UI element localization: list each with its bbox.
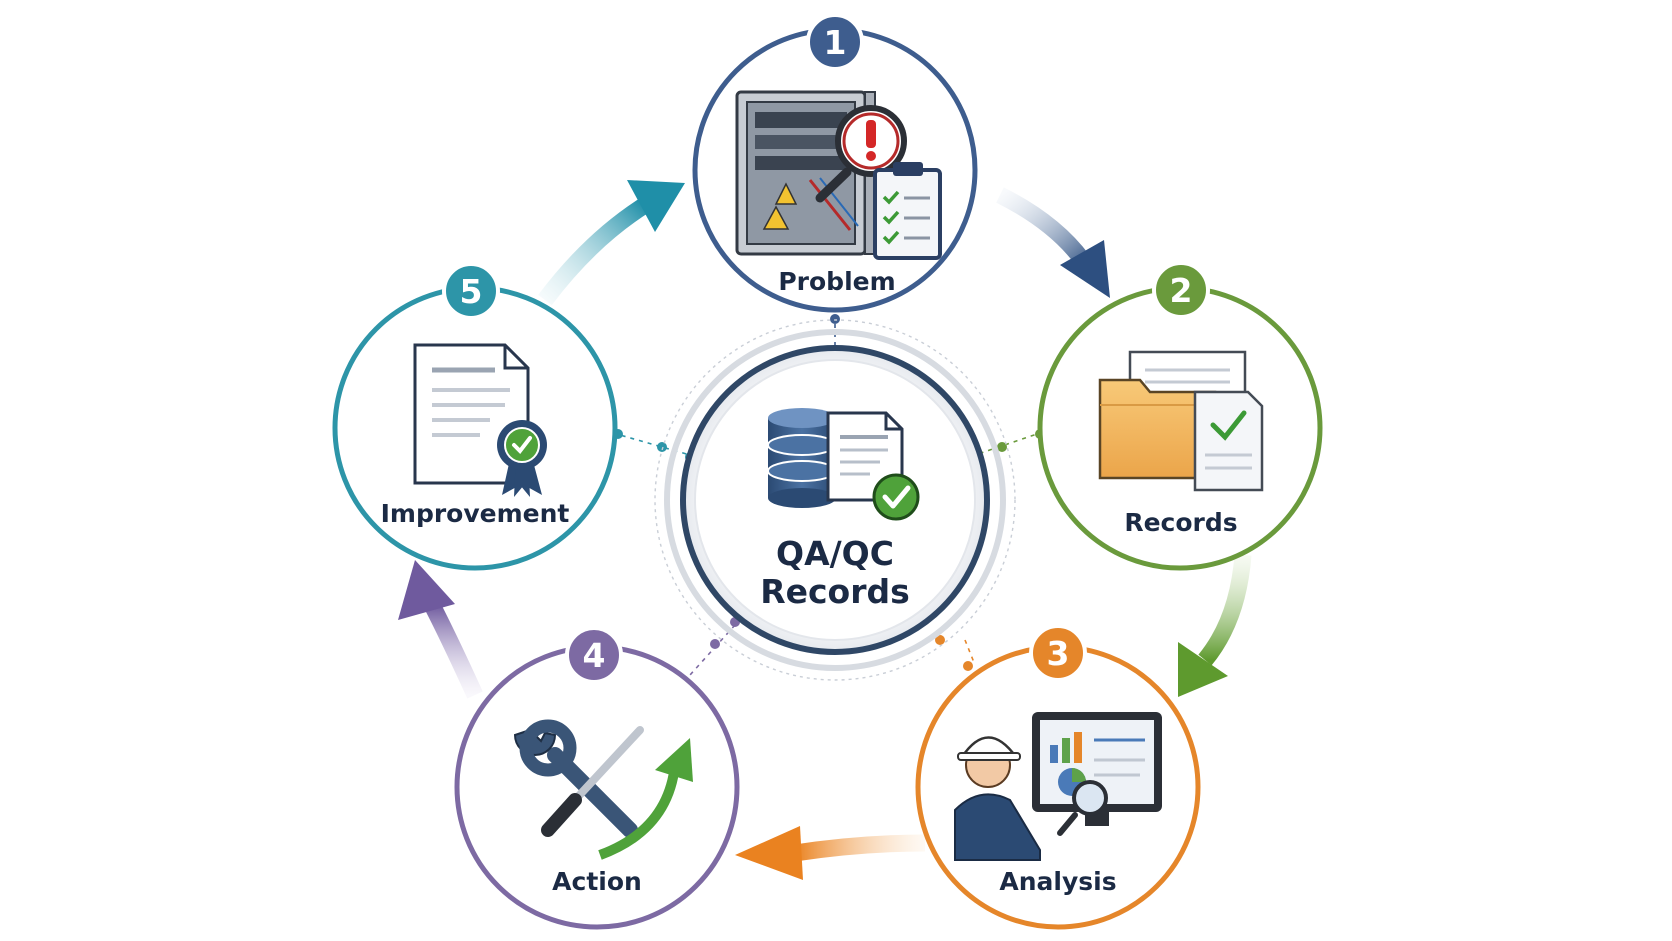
- step-5-label: Improvement: [381, 499, 570, 528]
- step-5-improvement: Improvement 5: [332, 262, 618, 571]
- step-1-problem: Problem 1: [692, 13, 978, 313]
- arrow-step2-to-step3: [1178, 554, 1252, 697]
- step-4-number: 4: [583, 636, 606, 675]
- database-icon: [767, 408, 837, 508]
- step-2-records: Records 2: [1037, 261, 1323, 571]
- step-5-badge: [442, 262, 500, 320]
- arrow-step4-to-step5: [398, 560, 483, 699]
- center-title-line1: QA/QC: [776, 534, 894, 573]
- cycle-arrows: [398, 180, 1252, 880]
- connector-step4: [689, 624, 736, 676]
- step-1-badge: [806, 13, 864, 71]
- step-4-action: Action 4: [454, 626, 740, 930]
- step-4-label: Action: [552, 867, 642, 896]
- check-badge-icon: [872, 473, 920, 521]
- arrow-step3-to-step4: [735, 826, 926, 880]
- step-3-label: Analysis: [999, 867, 1116, 896]
- step-2-badge: [1152, 261, 1210, 319]
- center-title-line2: Records: [760, 572, 910, 611]
- certified-document-icon: [413, 343, 547, 497]
- step-2-number: 2: [1170, 271, 1193, 310]
- arrow-step1-to-step2: [996, 187, 1110, 298]
- step-4-badge: [565, 626, 623, 684]
- step-2-label: Records: [1124, 508, 1237, 537]
- wrench-screwdriver-icon: [513, 719, 693, 860]
- arrow-step5-to-step1: [538, 180, 685, 306]
- step-3-badge: [1029, 624, 1087, 682]
- step-1-number: 1: [824, 23, 847, 62]
- engineer-monitor-analysis-icon: [954, 712, 1162, 861]
- folder-documents-icon: [1098, 350, 1264, 492]
- electrical-panel-inspection-icon: [735, 90, 876, 256]
- step-5-number: 5: [460, 272, 483, 311]
- step-3-number: 3: [1047, 634, 1070, 673]
- checklist-clipboard-icon: [873, 162, 942, 260]
- center-hub: QA/QC Records: [654, 319, 1016, 681]
- connector-step2: [974, 431, 1044, 456]
- step-1-label: Problem: [778, 267, 895, 296]
- magnifier-alert-icon: [815, 105, 907, 203]
- step-3-analysis: Analysis 3: [915, 624, 1201, 930]
